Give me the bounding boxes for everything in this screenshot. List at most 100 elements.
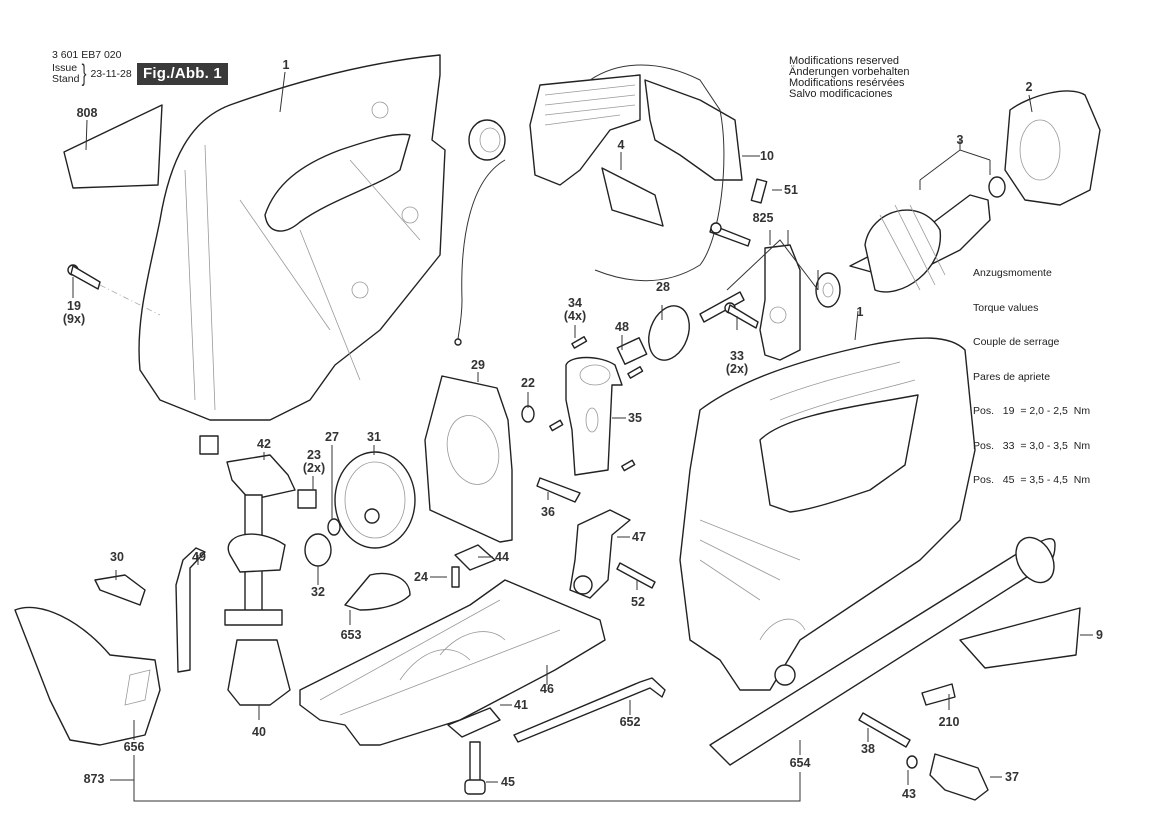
part-label-1[interactable]: 1: [283, 59, 290, 72]
part-number: 652: [619, 715, 641, 729]
part-label-38[interactable]: 38: [861, 743, 875, 756]
part-label-45[interactable]: 45: [501, 776, 515, 789]
torque-pos: 33: [1002, 439, 1015, 452]
note-line: Änderungen vorbehalten: [789, 66, 910, 78]
washer-22: [521, 405, 535, 423]
part-label-825[interactable]: 825: [753, 212, 774, 225]
part-label-23[interactable]: 23(2x): [303, 449, 325, 475]
part-label-653[interactable]: 653: [341, 629, 362, 642]
document-number: 3 601 EB7 020: [52, 49, 122, 61]
part-number: 52: [631, 595, 645, 609]
cam-653: [344, 572, 411, 611]
dust-cover-656: [14, 606, 161, 746]
part-label-24[interactable]: 24: [414, 571, 428, 584]
part-label-32[interactable]: 32: [311, 586, 325, 599]
issue-block: Issue Stand } 23-11-28: [52, 62, 132, 86]
torque-unit: Nm: [1073, 405, 1091, 417]
part-number: 34: [568, 296, 582, 310]
needle-bearing-48: [616, 337, 648, 365]
part-label-52[interactable]: 52: [631, 596, 645, 609]
part-label-27[interactable]: 27: [325, 431, 339, 444]
part-label-33[interactable]: 33(2x): [726, 350, 748, 376]
part-label-30[interactable]: 30: [110, 551, 124, 564]
part-label-1b[interactable]: 1: [857, 306, 864, 319]
part-number: 654: [789, 756, 811, 770]
part-number: 35: [628, 411, 642, 425]
part-label-46[interactable]: 46: [540, 683, 554, 696]
clamp-30: [94, 574, 146, 606]
part-label-210[interactable]: 210: [939, 716, 960, 729]
issue-labels: Issue Stand: [52, 63, 79, 85]
clamp-plate-41: [447, 707, 501, 738]
rod-42: [199, 435, 317, 509]
part-label-873[interactable]: 873: [84, 773, 105, 786]
part-number: 48: [615, 320, 629, 334]
part-quantity: (2x): [302, 461, 326, 475]
part-number: 38: [861, 742, 875, 756]
part-label-41[interactable]: 41: [514, 699, 528, 712]
torque-unit: Nm: [1073, 439, 1091, 452]
part-label-3[interactable]: 3: [957, 134, 964, 147]
bearing-plate-29: [424, 375, 513, 543]
part-number: 42: [257, 437, 271, 451]
pin-34: [571, 336, 588, 349]
leader-lines: [72, 71, 1093, 785]
part-label-29[interactable]: 29: [471, 359, 485, 372]
part-label-10[interactable]: 10: [760, 150, 774, 163]
cover-plate-4: [601, 167, 664, 227]
part-label-48[interactable]: 48: [615, 321, 629, 334]
part-label-652[interactable]: 652: [620, 716, 641, 729]
part-label-40[interactable]: 40: [252, 726, 266, 739]
part-label-9[interactable]: 9: [1096, 629, 1103, 642]
part-label-44[interactable]: 44: [495, 551, 509, 564]
part-label-43[interactable]: 43: [902, 788, 916, 801]
part-number: 24: [414, 570, 428, 584]
torque-pos: 45: [1002, 474, 1015, 486]
part-number: 30: [110, 550, 124, 564]
part-label-36[interactable]: 36: [541, 506, 555, 519]
hex-key-652: [513, 677, 666, 743]
part-label-42[interactable]: 42: [257, 438, 271, 451]
lever-35: [565, 356, 623, 476]
part-label-22[interactable]: 22: [521, 377, 535, 390]
part-number: 27: [325, 430, 339, 444]
part-number: 29: [471, 358, 485, 372]
part-number: 22: [521, 376, 535, 390]
bushing-32: [304, 533, 332, 567]
part-number: 33: [730, 349, 744, 363]
part-number: 1: [282, 58, 290, 72]
brush-holder-825: [709, 222, 841, 361]
part-label-654[interactable]: 654: [790, 757, 811, 770]
part-label-34[interactable]: 34(4x): [564, 297, 586, 323]
gear-31: [334, 451, 416, 549]
part-label-4[interactable]: 4: [618, 139, 625, 152]
part-number: 47: [632, 530, 646, 544]
torque-prefix: Pos.: [973, 474, 995, 486]
part-label-35[interactable]: 35: [628, 412, 642, 425]
armature-3: [849, 140, 1006, 293]
shaft: [699, 291, 745, 323]
part-number: 49: [192, 550, 206, 564]
part-label-51[interactable]: 51: [784, 184, 798, 197]
screw-33: [724, 302, 759, 329]
spring-51: [750, 178, 768, 204]
part-label-808[interactable]: 808: [77, 107, 98, 120]
part-label-656[interactable]: 656: [124, 741, 145, 754]
torque-unit: Nm: [1073, 474, 1091, 486]
part-quantity: (2x): [725, 362, 749, 376]
torque-title: Couple de serrage: [973, 336, 1060, 348]
torque-row: Pos. 19 = 2,0 - 2,5 Nm: [973, 405, 1091, 418]
note-line: Modifications resérvées: [789, 77, 905, 89]
part-label-28[interactable]: 28: [656, 281, 670, 294]
torque-title: Torque values: [973, 301, 1039, 314]
pin-34b: [627, 366, 644, 379]
part-label-19[interactable]: 19(9x): [63, 300, 85, 326]
part-label-31[interactable]: 31: [367, 431, 381, 444]
part-label-2[interactable]: 2: [1026, 81, 1033, 94]
part-label-47[interactable]: 47: [632, 531, 646, 544]
guard-9: [959, 607, 1081, 669]
part-number: 43: [902, 787, 916, 801]
screw-19: [67, 264, 161, 316]
part-label-49[interactable]: 49: [192, 551, 206, 564]
part-label-37[interactable]: 37: [1005, 771, 1019, 784]
